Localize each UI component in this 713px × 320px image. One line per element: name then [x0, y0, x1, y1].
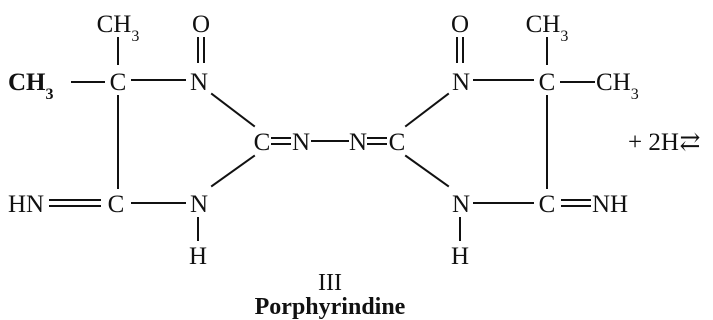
atom-o-oxide-left: O: [192, 11, 210, 38]
bond-n-h-left-to-c-azo-left: [210, 154, 256, 188]
atom-n1-azo: N: [292, 129, 310, 156]
compound-numeral: III: [318, 270, 342, 296]
reaction-terms: + 2H ⇄: [628, 129, 701, 156]
caption: III Porphyrindine: [255, 270, 406, 320]
bond-c-azo-right-to-n-h-right: [404, 154, 450, 188]
atom-c-azo-right: C: [389, 129, 406, 156]
atom-n-oxide-right: N: [452, 69, 470, 96]
atom-nh-group: NH: [592, 191, 628, 218]
methyl-top-right: CH3: [526, 11, 569, 45]
atom-c-imine-right: C: [539, 191, 556, 218]
atom-h-right: H: [451, 243, 469, 270]
bonds: [49, 37, 595, 241]
atom-h-left: H: [189, 243, 207, 270]
atom-n-h-left: N: [190, 191, 208, 218]
right-ring-atoms: O CH3 N C CH3 C N C NH H: [389, 11, 639, 270]
reagent-plus-2h: + 2H: [628, 129, 679, 156]
atom-o-oxide-right: O: [451, 11, 469, 38]
methyl-left: CH3: [8, 69, 54, 103]
atom-c-azo-left: C: [254, 129, 271, 156]
atom-c-imine-left: C: [108, 191, 125, 218]
atom-c-quaternary-right: C: [539, 69, 556, 96]
atom-hn-group: HN: [8, 191, 44, 218]
bond-c-azo-right-to-n-oxide-right: [404, 92, 450, 128]
left-ring-atoms: CH3 CH3 C O N C HN C N H: [8, 11, 270, 270]
methyl-right: CH3: [596, 69, 639, 103]
azo-bridge-atoms: N N: [292, 129, 367, 156]
atom-n2-azo: N: [349, 129, 367, 156]
methyl-top-left: CH3: [97, 11, 140, 45]
atom-n-oxide-left: N: [190, 69, 208, 96]
equilibrium-arrow-icon: ⇄: [680, 129, 701, 156]
atom-c-quaternary-left: C: [110, 69, 127, 96]
compound-name: Porphyrindine: [255, 294, 406, 320]
bond-n-oxide-left-to-c-azo-left: [210, 92, 256, 128]
atom-n-h-right: N: [452, 191, 470, 218]
